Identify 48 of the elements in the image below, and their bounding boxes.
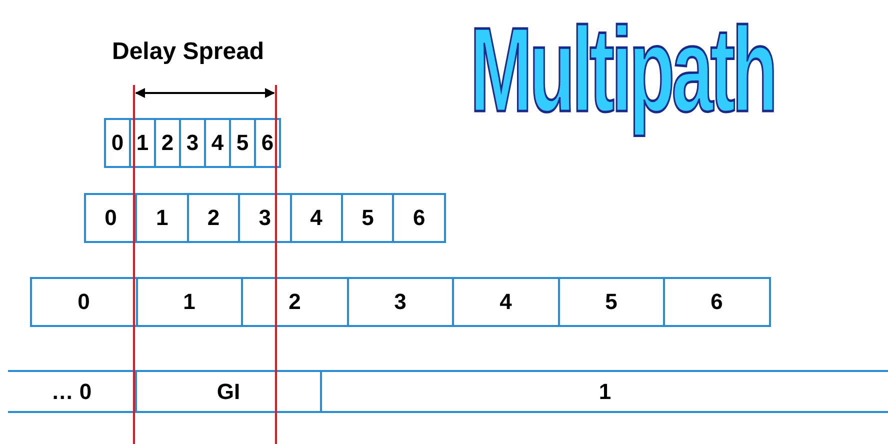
symbol-number: 4 [500,289,512,315]
symbol-number: 5 [605,289,618,315]
symbol-number: 0 [104,205,117,231]
symbol-number: 2 [288,289,301,315]
symbol-number: 3 [186,130,199,156]
symbol-cell [238,193,292,243]
symbol-cell [663,277,770,327]
symbol-band [8,370,135,413]
symbol-cell [341,193,394,243]
symbol-cell [135,193,189,243]
symbol-cell [154,118,181,168]
symbol-cell [290,193,343,243]
symbol-number: 2 [207,205,220,231]
symbol-number: 3 [258,205,271,231]
title: Multipath [470,2,775,139]
symbol-cell [558,277,665,327]
symbol-cell [452,277,560,327]
symbol-cell [204,118,231,168]
symbol-number: 1 [156,205,168,231]
symbol-number: 0 [111,130,124,156]
symbol-number: 0 [78,289,90,315]
symbol-number: 5 [236,130,249,156]
symbol-number: 4 [211,130,224,156]
symbol-number: 6 [710,289,723,315]
symbol-cell [392,193,446,243]
symbol-number: 1 [598,378,612,404]
symbol-cell [346,277,454,327]
dimension-label: Delay Spread [112,38,264,66]
symbol-cell [179,118,206,168]
symbol-cell [254,118,281,168]
symbol-number: 1 [136,130,149,156]
symbol-number: 5 [362,205,374,231]
symbol-band [320,370,888,413]
symbol-number: 4 [310,205,322,231]
symbol-cell [241,277,348,327]
symbol-number: 1 [183,289,196,315]
symbol-number: … 0 [51,378,92,404]
symbol-number: 6 [412,205,426,231]
symbol-cell [30,277,138,327]
symbol-cell [186,193,240,243]
symbol-number: 6 [261,130,274,156]
symbol-cell [229,118,256,168]
symbol-number: 3 [394,289,406,315]
symbol-number: 2 [161,130,174,156]
symbol-number: GI [216,378,240,404]
symbol-band [135,370,320,413]
symbol-cell [104,118,131,168]
symbol-cell [136,277,243,327]
